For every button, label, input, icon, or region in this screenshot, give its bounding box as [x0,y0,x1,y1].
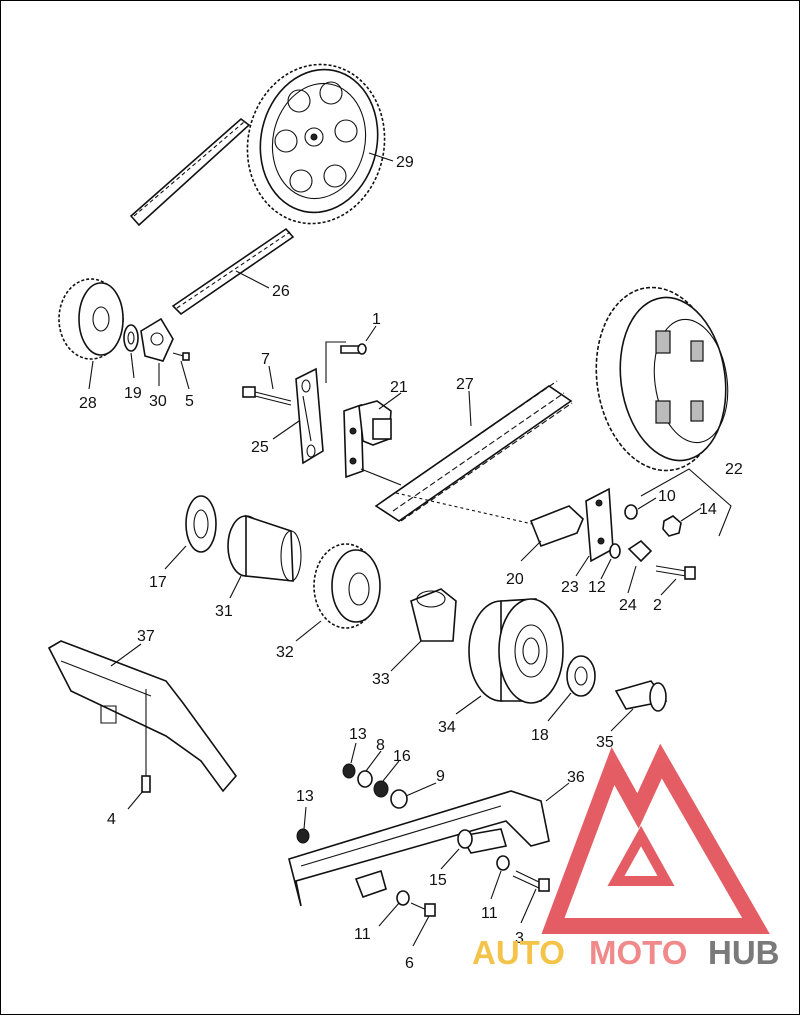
callout-26: 26 [272,283,290,300]
callout-23: 23 [561,579,579,596]
bolt-6 [410,902,436,917]
callout-22: 22 [725,461,743,478]
washer-12 [609,543,621,559]
callout-labels: 1 7 21 27 25 29 26 28 19 30 5 22 10 14 2… [79,154,743,972]
nut-13-upper [342,763,356,779]
callout-32: 32 [276,644,294,661]
lock-plate-30 [140,317,174,362]
callout-11-right: 11 [481,905,498,922]
callout-4: 4 [107,811,116,828]
chain-27 [374,380,573,522]
washer-10 [624,504,638,520]
callout-13-upper: 13 [349,726,367,743]
callout-5: 5 [185,393,194,410]
callout-9: 9 [436,768,445,785]
nut-13-lower [296,828,310,844]
callout-2: 2 [653,597,662,614]
callout-3: 3 [515,930,524,947]
spacer-9 [390,789,408,809]
callout-21: 21 [390,379,408,396]
washer-19 [123,324,139,352]
mount-bracket-21 [343,400,392,479]
leader-lines [88,152,702,947]
tensioner-plate-23 [585,487,614,563]
callout-37: 37 [137,628,155,645]
callout-6: 6 [405,955,414,972]
front-pulley-28 [58,278,124,360]
bolt-3 [512,870,550,892]
chain-guard-36 [288,790,550,907]
nut-14 [662,515,682,537]
callout-12: 12 [588,579,606,596]
callout-13-lower: 13 [296,788,314,805]
washer-8 [357,770,373,788]
bolt-5 [172,352,190,361]
washer-16 [373,780,389,798]
washer-18 [566,655,596,697]
callout-31: 31 [215,603,233,620]
bolt-7 [242,386,292,406]
callout-16: 16 [393,748,411,765]
drive-belt-26 [129,117,295,316]
tensioner-block-20 [529,505,584,548]
callout-17: 17 [149,574,167,591]
watermark-hub: HUB [708,934,780,971]
callout-33: 33 [372,671,390,688]
callout-7: 7 [261,351,270,368]
callout-11-left: 11 [354,926,371,943]
lock-washer-24 [627,539,653,563]
bracket-lower [354,869,387,899]
callout-10: 10 [658,488,676,505]
callout-24: 24 [619,597,637,614]
callout-29: 29 [396,154,414,171]
washer-11-right [496,855,510,871]
callout-8: 8 [376,737,385,754]
adjuster-bracket-25 [295,367,324,465]
watermark-logo [541,743,770,934]
cover-37 [47,640,238,793]
shaft-end-33 [410,588,457,642]
watermark-auto: AUTO [472,934,565,971]
callout-15: 15 [429,872,447,889]
sleeve-35 [614,680,668,712]
bolt-2 [655,565,696,580]
screw-1 [340,343,367,355]
screw-4 [141,775,151,793]
callout-18: 18 [531,727,549,744]
washer-11-left [396,890,410,906]
callout-34: 34 [438,719,456,736]
clutch-sprocket [595,286,729,472]
callout-30: 30 [149,393,167,410]
callout-1: 1 [372,311,381,328]
callout-25: 25 [251,439,269,456]
drum-34 [468,598,564,704]
callout-36: 36 [567,769,585,786]
watermark-moto: MOTO [589,934,687,971]
callout-14: 14 [699,501,717,518]
hub-31 [227,514,302,582]
callout-28: 28 [79,395,97,412]
sprocket-32 [313,543,381,629]
callout-19: 19 [124,385,142,402]
watermark-text: AUTO MOTO HUB [472,934,780,971]
rear-pulley-29 [246,63,386,225]
callout-27: 27 [456,376,474,393]
callout-20: 20 [506,571,524,588]
callout-35: 35 [596,734,614,751]
washer-17 [185,495,217,553]
bushing-15 [457,829,473,849]
